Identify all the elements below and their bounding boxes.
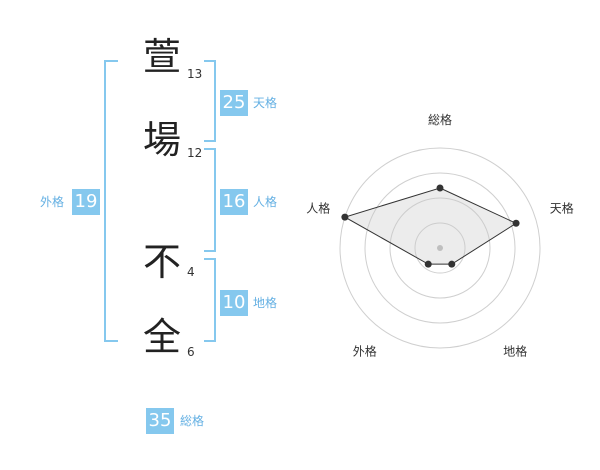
radar-ring [389,197,491,299]
gaikaku-bracket [104,60,118,342]
stroke-count-1: 13 [187,67,203,81]
gaikaku-label: 外格 [40,195,65,209]
tenkaku-bracket [204,60,216,142]
stroke-count-4: 6 [187,345,195,359]
chikaku-value: 10 [220,290,248,316]
radar-axis-label: 外格 [353,344,377,359]
jinkaku-label: 人格 [253,195,278,209]
soukaku-value: 35 [146,408,174,434]
radar-axis-label: 総格 [428,112,452,127]
name-char-1: 萱 [142,35,181,79]
chikaku-label: 地格 [253,296,278,310]
radar-point [512,219,520,227]
radar-axis-label: 地格 [503,344,527,359]
radar-center [437,245,443,251]
chikaku-bracket [204,258,216,342]
radar-point [424,260,432,268]
gaikaku-value: 19 [72,189,100,215]
soukaku-label: 総格 [180,414,205,428]
radar-polygon [343,187,518,265]
jinkaku-value: 16 [220,189,248,215]
radar-ring [339,147,541,349]
stroke-count-2: 12 [187,146,203,160]
radar-point [341,213,349,221]
radar-ring [414,222,466,274]
radar-point [448,260,456,268]
name-char-4: 全 [142,315,181,359]
radar-ring [364,172,516,324]
stroke-count-3: 4 [187,265,195,279]
jinkaku-bracket [204,148,216,252]
radar-point [436,184,444,192]
radar-axis-label: 天格 [550,200,574,215]
radar-axis-label: 人格 [306,200,330,215]
name-char-2: 場 [142,118,181,162]
tenkaku-label: 天格 [253,96,278,110]
name-char-3: 不 [142,240,181,284]
tenkaku-value: 25 [220,90,248,116]
